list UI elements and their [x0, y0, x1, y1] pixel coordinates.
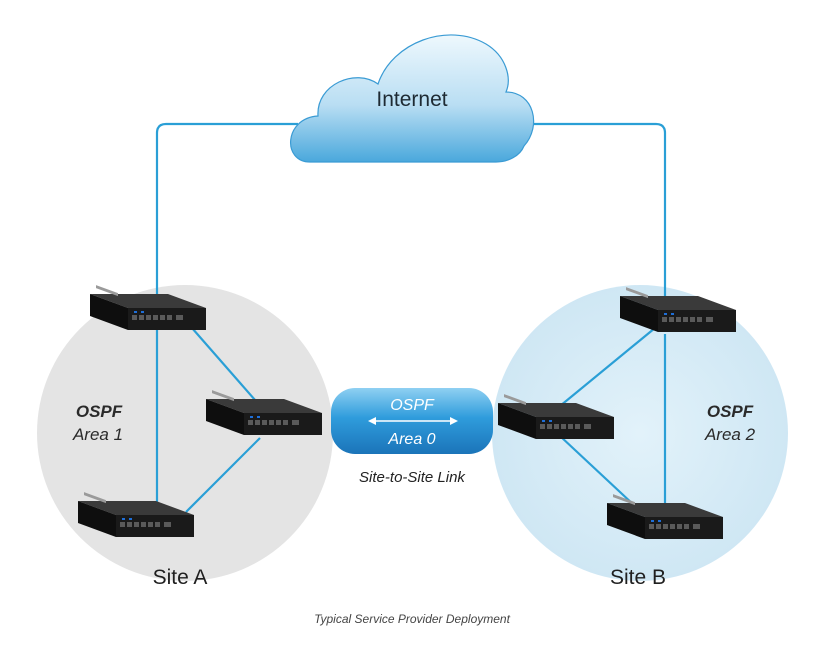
bidirectional-arrow-icon	[368, 417, 458, 425]
site-b-ospf-label: OSPF	[706, 402, 754, 421]
site-b-label: Site B	[609, 566, 667, 589]
edge-internet-site-b	[527, 122, 667, 318]
site-b-area-label: Area 2	[704, 425, 756, 444]
edge-b-middle-b-bottom	[559, 435, 637, 508]
site-a-ospf-label: OSPF	[75, 402, 123, 421]
site-b-zone	[492, 285, 788, 581]
edge-a-top-a-middle	[184, 319, 263, 409]
internet-cloud	[290, 34, 535, 163]
internet-label: Internet	[376, 88, 448, 111]
site-to-site-link-caption: Site-to-Site Link	[359, 469, 465, 486]
site-a-label: Site A	[152, 566, 208, 589]
edge-internet-site-a	[155, 122, 298, 305]
edge-b-top-b-middle	[559, 327, 656, 407]
site-a-area-label: Area 1	[72, 425, 124, 444]
link-protocol-label: OSPF	[390, 397, 434, 414]
edge-a-middle-a-bottom	[185, 437, 261, 513]
figure-caption: Typical Service Provider Deployment	[314, 612, 510, 626]
link-area-label: Area 0	[388, 431, 436, 448]
